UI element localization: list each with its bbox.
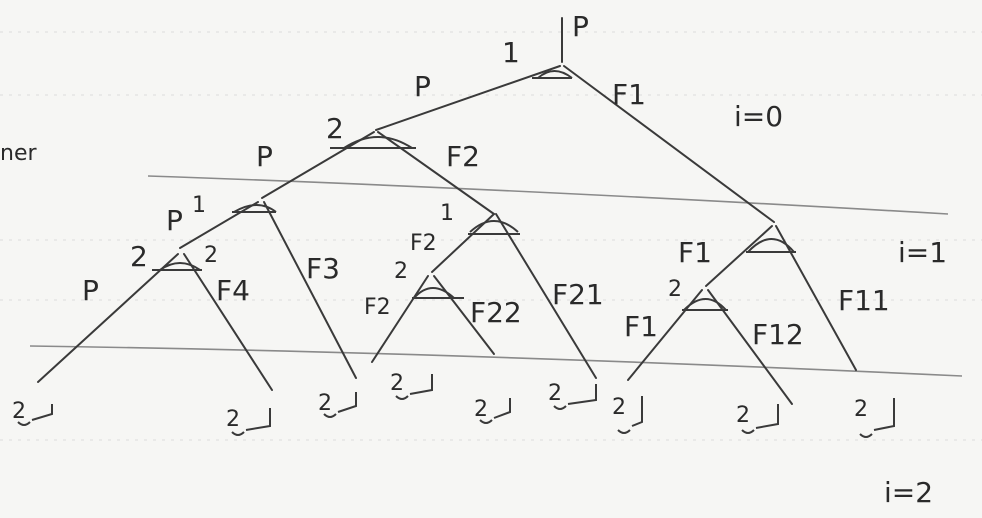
edge-label-pp-f3: F3 xyxy=(306,252,340,285)
margin-fragment: ner xyxy=(0,141,37,166)
leaf: 2 xyxy=(612,395,643,434)
svg-text:2: 2 xyxy=(12,399,26,424)
edge-pp-f3 xyxy=(263,201,357,379)
edge-f1-f11 xyxy=(775,225,857,371)
leaf: 2 xyxy=(548,381,597,410)
edge-label-f2f2-f2: F2 xyxy=(364,295,391,320)
leaves: 2 2 2 2 2 2 2 2 xyxy=(12,371,895,438)
node-player-n-f2: 1 xyxy=(440,201,454,226)
level-label-1: i=1 xyxy=(898,236,947,269)
node-player-n-p: 2 xyxy=(326,112,344,145)
leaf: 2 xyxy=(390,371,433,400)
node-player-root: 1 xyxy=(502,36,520,69)
arc-n-p xyxy=(343,136,413,149)
svg-text:2: 2 xyxy=(548,381,562,406)
svg-text:2: 2 xyxy=(474,397,488,422)
tree-edges xyxy=(37,17,857,405)
edge-root-p xyxy=(375,65,561,131)
leaf: 2 xyxy=(226,407,271,436)
edge-root-f1 xyxy=(563,65,775,223)
level-line-2 xyxy=(29,345,963,377)
edge-label-f2-f2f2: F2 xyxy=(410,231,437,256)
edge-label-p-f2: F2 xyxy=(446,140,480,173)
node-player-n-f2f2: 2 xyxy=(394,259,408,284)
edge-label-ppp-f4: F4 xyxy=(216,274,250,307)
root-label: P xyxy=(572,10,589,43)
node-player-n-ppp: 2 xyxy=(130,240,148,273)
leaf: 2 xyxy=(736,403,779,434)
level-line-1 xyxy=(147,175,949,215)
arc-n-f2 xyxy=(469,220,519,233)
edge-label-ppp-p: P xyxy=(82,274,99,307)
edge-f2f2-f2 xyxy=(371,275,429,363)
arc-n-pp xyxy=(233,204,277,213)
node-player-n-pp: 1 xyxy=(192,193,206,218)
svg-text:2: 2 xyxy=(390,371,404,396)
edge-p-pp xyxy=(261,131,375,199)
ruled-paper-lines xyxy=(0,31,982,441)
svg-text:2: 2 xyxy=(736,403,750,428)
edge-f2-f21 xyxy=(495,213,597,379)
node-player-n-f1f1: 2 xyxy=(668,277,682,302)
edge-label-f2f2-f22: F22 xyxy=(470,296,522,329)
arc-n-ppp xyxy=(159,262,201,271)
node-ppp-right-digit: 2 xyxy=(204,243,218,268)
svg-text:2: 2 xyxy=(226,407,240,432)
arc-n-f2f2 xyxy=(413,287,455,299)
node-arcs xyxy=(152,70,796,311)
leaf: 2 xyxy=(318,391,357,418)
leaf: 2 xyxy=(474,397,511,424)
edge-label-root-p: P xyxy=(414,70,431,103)
svg-text:2: 2 xyxy=(318,391,332,416)
edge-label-root-f1: F1 xyxy=(612,78,646,111)
arc-root xyxy=(537,70,573,79)
edge-label-f1-f1f1: F1 xyxy=(678,236,712,269)
arc-n-f1f1 xyxy=(683,298,727,311)
leaf: 2 xyxy=(12,399,53,426)
edge-label-f1f1-f1: F1 xyxy=(624,310,658,343)
edge-label-f2-f21: F21 xyxy=(552,278,604,311)
edge-p-f2 xyxy=(377,131,495,215)
edge-pp-ppp xyxy=(179,201,259,249)
edge-ppp-f4 xyxy=(183,253,273,391)
edge-f1-f1f1 xyxy=(705,225,773,287)
edge-f2f2-f22 xyxy=(433,275,495,355)
edge-label-pp-ppp: P xyxy=(166,204,183,237)
edge-label-f1f1-f12: F12 xyxy=(752,318,804,351)
level-label-0: i=0 xyxy=(734,100,783,133)
edge-label-p-pp: P xyxy=(256,140,273,173)
leaf: 2 xyxy=(854,397,895,438)
svg-text:2: 2 xyxy=(612,395,626,420)
level-label-2: i=2 xyxy=(884,476,933,509)
svg-text:2: 2 xyxy=(854,397,868,422)
arc-n-f1 xyxy=(747,238,795,253)
edge-ppp-p xyxy=(37,253,179,383)
edge-label-f1-f11: F11 xyxy=(838,284,890,317)
